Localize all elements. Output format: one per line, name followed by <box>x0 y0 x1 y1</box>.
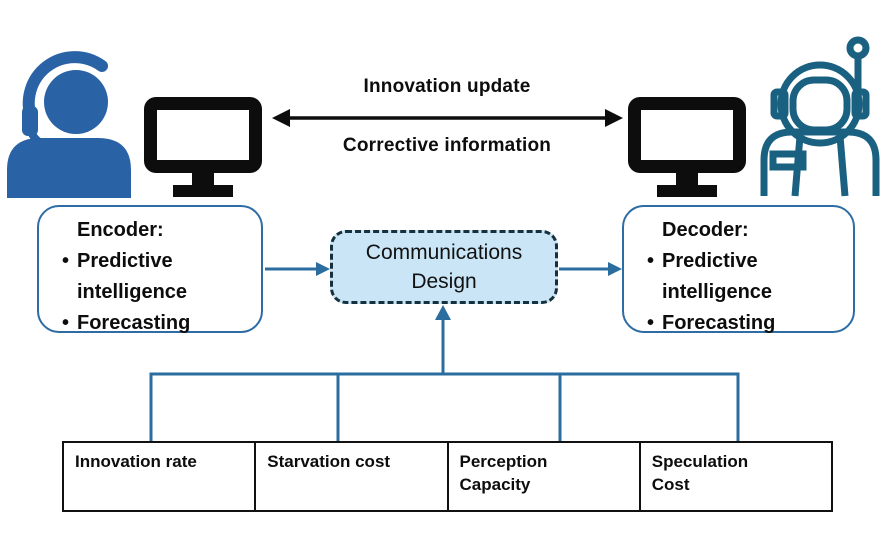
param-label: Speculation <box>651 452 749 471</box>
decoder-title: Decoder: <box>662 219 749 241</box>
astronaut-icon <box>760 36 880 197</box>
param-label: Starvation cost <box>267 452 391 471</box>
encoder-item-list: Predictive intelligence Forecasting <box>62 246 253 339</box>
parameter-row: Innovation rate Starvation cost Percepti… <box>62 441 833 512</box>
encoder-item: Predictive intelligence <box>62 246 253 308</box>
comms-label-line1: Communications <box>365 241 523 264</box>
communications-design-box: Communications Design <box>330 230 558 304</box>
decoder-item: Predictive intelligence <box>647 246 845 308</box>
param-label: Capacity <box>459 475 531 494</box>
encoder-item: Forecasting <box>62 308 253 339</box>
param-cell-perception-capacity: Perception Capacity <box>449 443 641 510</box>
decoder-item-list: Predictive intelligence Forecasting <box>647 246 845 339</box>
decoder-box: Decoder: Predictive intelligence Forecas… <box>622 205 855 339</box>
monitor-icon <box>628 97 746 197</box>
monitor-icon <box>144 97 262 197</box>
comms-to-decoder-arrow <box>559 262 622 276</box>
person-headset-icon <box>7 51 131 198</box>
param-label: Perception <box>459 452 548 471</box>
encoder-title: Encoder: <box>77 219 164 241</box>
comms-label-line2: Design <box>411 270 477 293</box>
innovation-update-label: Innovation update <box>363 76 531 97</box>
params-to-comms-arrow <box>435 305 451 374</box>
param-label: Cost <box>651 475 690 494</box>
params-connector-lines <box>149 372 740 441</box>
param-cell-speculation-cost: Speculation Cost <box>641 443 831 510</box>
corrective-information-label: Corrective information <box>342 135 552 156</box>
innovation-update-arrow <box>272 109 623 127</box>
decoder-item: Forecasting <box>647 308 845 339</box>
param-cell-starvation-cost: Starvation cost <box>256 443 449 510</box>
encoder-to-comms-arrow <box>265 262 330 276</box>
param-label: Innovation rate <box>75 452 197 471</box>
param-cell-innovation-rate: Innovation rate <box>64 443 257 510</box>
encoder-box: Encoder: Predictive intelligence Forecas… <box>37 205 263 339</box>
